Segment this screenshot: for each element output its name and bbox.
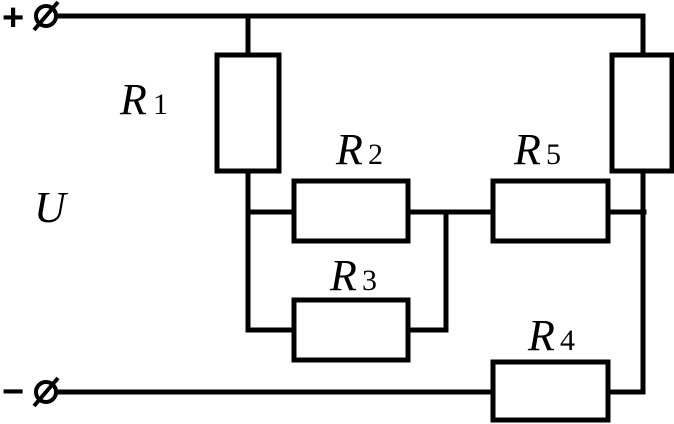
label-r4: R 4	[527, 311, 575, 360]
resistor-r2	[291, 178, 411, 244]
label-r5-index: 5	[546, 138, 561, 171]
negative-terminal-slash	[32, 376, 60, 408]
label-r4-index: 4	[560, 324, 575, 357]
positive-sign-label: +	[2, 0, 24, 39]
label-r1-letter: R	[119, 75, 147, 124]
label-r2-letter: R	[335, 125, 363, 174]
label-r3-letter: R	[329, 251, 357, 300]
label-r5-letter: R	[513, 125, 541, 174]
label-r3: R 3	[329, 251, 377, 300]
voltage-label: U	[34, 183, 69, 232]
positive-terminal-slash	[32, 0, 60, 32]
resistor-r3	[291, 297, 411, 363]
label-r3-index: 3	[362, 264, 377, 297]
label-r4-letter: R	[527, 311, 555, 360]
positive-terminal	[32, 0, 60, 32]
label-r2-index: 2	[368, 138, 383, 171]
label-r1-index: 1	[153, 88, 168, 121]
resistor-right-vertical	[609, 52, 674, 174]
resistor-r1	[214, 52, 282, 174]
label-r2: R 2	[335, 125, 383, 174]
wires	[53, 13, 647, 395]
negative-sign-label: −	[2, 371, 24, 413]
label-r1: R 1	[119, 75, 168, 124]
resistor-r5	[490, 178, 611, 244]
negative-terminal	[32, 376, 60, 408]
resistor-r4	[490, 359, 611, 423]
label-r5: R 5	[513, 125, 561, 174]
